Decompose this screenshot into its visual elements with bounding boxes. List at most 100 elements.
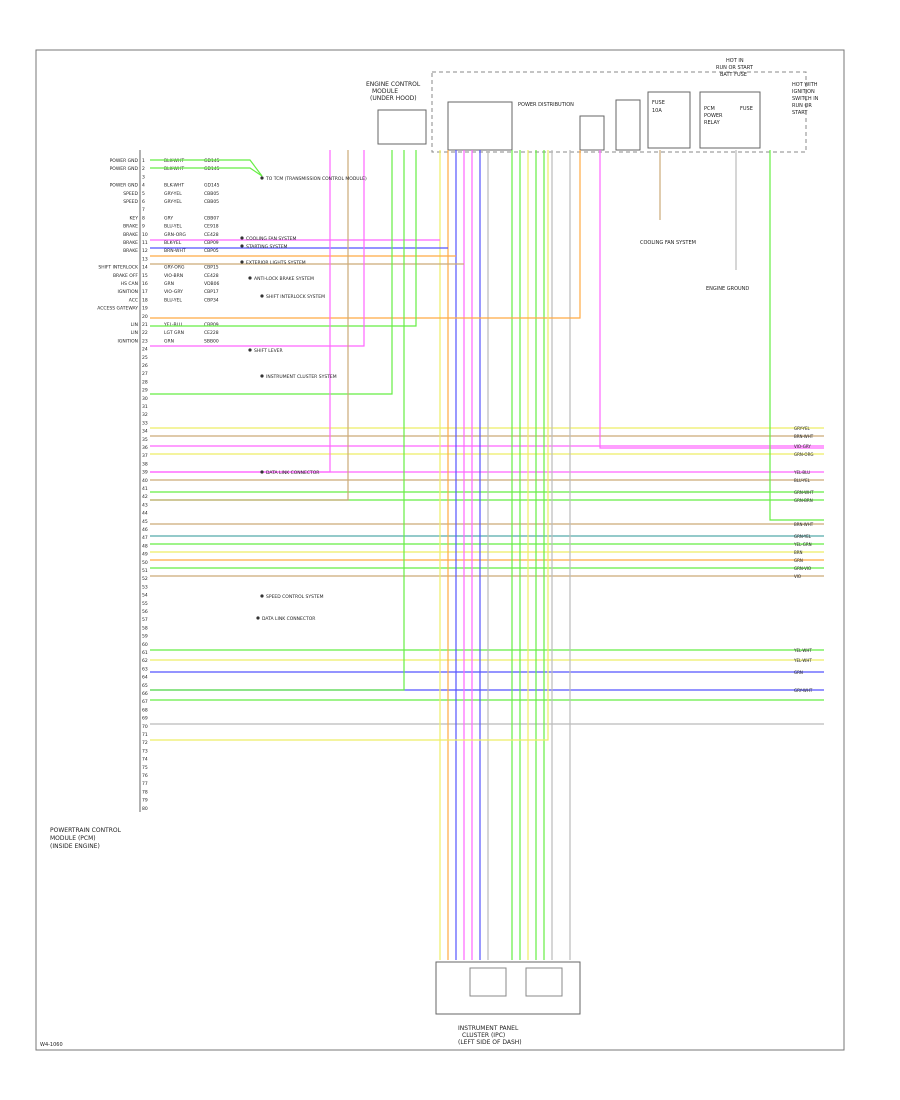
pin-number: 61 (142, 650, 148, 656)
svg-text:RELAY: RELAY (704, 120, 721, 126)
right-wire-color: GRY-WHT (794, 688, 813, 693)
pin-number: 26 (142, 363, 148, 369)
pin-number: 62 (142, 658, 148, 664)
wire-color: VIO-GRY (164, 289, 183, 295)
pin-name: ACC (129, 297, 138, 303)
pin-number: 1 (142, 158, 145, 164)
pin-name: BRAKE OFF (113, 273, 138, 279)
right-wire-color: GRN (794, 670, 803, 675)
svg-text:HOT WITH: HOT WITH (792, 82, 818, 88)
pin-name: SHIFT INTERLOCK (98, 265, 139, 271)
circuit-id: GD145 (204, 183, 220, 189)
pin-name: POWER GND (110, 183, 139, 189)
right-wire-color: YEL-GRN (793, 542, 812, 547)
pin-number: 66 (142, 691, 148, 697)
wire-stub (769, 150, 824, 521)
svg-text:FUSE: FUSE (740, 106, 753, 112)
pin-name: LIN (131, 322, 138, 328)
right-wire-color: YEL-WHT (793, 648, 812, 653)
pin-number: 43 (142, 502, 148, 508)
pin-number: 35 (142, 437, 148, 443)
pin-name: IGNITION (118, 289, 139, 295)
wire-gnd (150, 167, 263, 177)
callout-dot (248, 276, 252, 280)
wire-color: GRY (164, 215, 173, 221)
pin-number: 4 (142, 183, 145, 189)
callout-dot (260, 176, 264, 180)
wire-color: GRN (164, 281, 174, 287)
pcm-title-3: (INSIDE ENGINE) (50, 843, 100, 850)
pin-number: 8 (142, 215, 145, 221)
pin-number: 33 (142, 420, 148, 426)
svg-text:CLUSTER (IPC): CLUSTER (IPC) (462, 1032, 505, 1039)
pin-number: 72 (142, 740, 148, 746)
callout-dot (240, 236, 244, 240)
svg-text:BATT FUSE: BATT FUSE (720, 72, 747, 78)
wire-stub (150, 150, 581, 319)
pin-number: 28 (142, 379, 148, 385)
callout-label: TO TCM (TRANSMISSION CONTROL MODULE) (265, 176, 367, 182)
pin-number: 40 (142, 478, 148, 484)
circuit-id: CBB05 (204, 199, 219, 205)
circuit-id: CBP17 (204, 289, 219, 295)
wire-color: BLU-YEL (164, 297, 182, 303)
pin-number: 79 (142, 798, 148, 804)
callout-label: SHIFT INTERLOCK SYSTEM (266, 294, 325, 300)
pin-number: 69 (142, 716, 148, 722)
wire-color: GRY-ORG (164, 265, 185, 271)
callout-dot (260, 594, 264, 598)
pin-number: 78 (142, 789, 148, 795)
svg-text:POWER DISTRIBUTION: POWER DISTRIBUTION (518, 102, 574, 108)
pin-number: 60 (142, 642, 148, 648)
pin-number: 9 (142, 224, 145, 230)
pin-number: 3 (142, 174, 145, 180)
wire-stub (150, 150, 549, 741)
svg-text:10A: 10A (652, 108, 662, 114)
right-wire-color: GRY-YEL (794, 426, 811, 431)
circuit-id: VDB06 (204, 281, 219, 287)
pin-number: 21 (142, 322, 148, 328)
wire-stub (599, 150, 824, 449)
pin-number: 59 (142, 634, 148, 640)
pin-number: 49 (142, 552, 148, 558)
wire-gnd (150, 159, 263, 177)
right-wire-color: GRN-ORG (794, 452, 813, 457)
circuit-id: CE228 (204, 330, 219, 336)
top-module: ENGINE CONTROL MODULE (UNDER HOOD) (366, 81, 427, 145)
wire-color: GRY-YEL (164, 191, 182, 197)
circuit-id: GD145 (204, 166, 220, 172)
engine-ground-label: ENGINE GROUND (706, 286, 749, 292)
callout-dot (256, 616, 260, 620)
svg-text:PCM: PCM (704, 106, 715, 112)
pin-number: 51 (142, 568, 148, 574)
pin-number: 6 (142, 199, 145, 205)
wire-stub (150, 150, 349, 501)
pin-number: 77 (142, 781, 148, 787)
right-wire-color: BRN (794, 550, 803, 555)
circuit-id: CE428 (204, 273, 219, 279)
callout-label: SHIFT LEVER (254, 348, 283, 354)
svg-text:INSTRUMENT PANEL: INSTRUMENT PANEL (458, 1025, 519, 1032)
pin-number: 42 (142, 494, 148, 500)
pin-number: 18 (142, 297, 148, 303)
pin-number: 25 (142, 355, 148, 361)
callout-label: SPEED CONTROL SYSTEM (266, 594, 324, 600)
pin-number: 38 (142, 461, 148, 467)
circuit-id: GD145 (204, 158, 220, 164)
svg-text:HOT IN: HOT IN (726, 58, 744, 64)
callout-dot (260, 470, 264, 474)
pin-number: 71 (142, 732, 148, 738)
pin-number: 67 (142, 699, 148, 705)
pin-number: 19 (142, 306, 148, 312)
pin-name: ACCESS GATEWAY (97, 306, 138, 312)
wire-stub (150, 150, 331, 473)
wire-color: LGT GRN (164, 330, 184, 336)
callout-label: STARTING SYSTEM (246, 244, 288, 250)
wire-color: BLU-YEL (164, 224, 182, 230)
pin-number: 50 (142, 560, 148, 566)
wire-stub (150, 150, 393, 395)
callout-dot (248, 348, 252, 352)
pin-number: 45 (142, 519, 148, 525)
callout-label: INSTRUMENT CLUSTER SYSTEM (266, 374, 337, 380)
circuit-id: CBP34 (204, 297, 219, 303)
